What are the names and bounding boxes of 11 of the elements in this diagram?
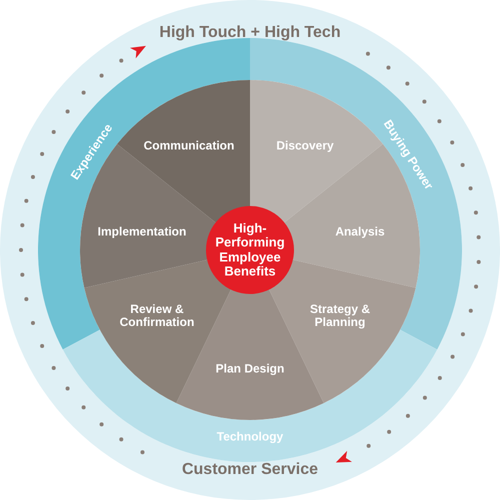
step-label: Communication	[142, 139, 236, 153]
step-label: Strategy & Planning	[308, 302, 372, 330]
step-label: Review & Confirmation	[118, 302, 196, 330]
segment-label: Technology	[216, 430, 284, 444]
center-label: High-Performing Employee Benefits	[214, 221, 286, 279]
ring-label: High Touch + High Tech	[158, 24, 342, 42]
step-label: Analysis	[334, 225, 386, 239]
step-label: Implementation	[96, 225, 188, 239]
step-label: Discovery	[275, 139, 335, 153]
ring-label: Customer Service	[180, 461, 320, 479]
step-label: Plan Design	[214, 362, 286, 376]
